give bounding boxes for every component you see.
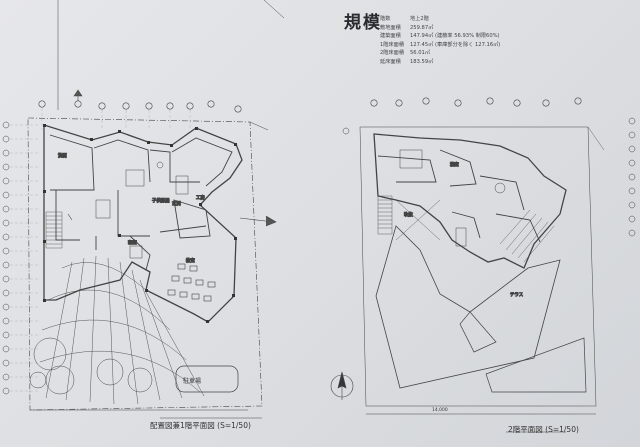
- plan2-site-boundary: [359, 126, 597, 407]
- plan2-interior-walls: [377, 149, 541, 243]
- plan1-trees: [29, 337, 153, 395]
- summary-row: 建築面積 147.94㎡ (建蔽率 56.93% 制限60%): [380, 32, 500, 41]
- plan2-room-label-2: 吹抜: [404, 211, 413, 218]
- plan1-room-label-1: 洗面: [58, 152, 67, 159]
- plan1-room-label-2: 玄関: [172, 200, 181, 207]
- plan1-room-label-4: 工房: [196, 194, 205, 201]
- plan1-fixtures: [95, 161, 189, 259]
- plan1-room-label-5: 和室: [128, 239, 137, 246]
- summary-row: 延床面積 183.59㎡: [380, 58, 500, 67]
- plan2-caption: 2階平面図 (S=1/50): [508, 425, 579, 434]
- summary-value: 259.87㎡: [410, 24, 434, 31]
- plan2-building-outline: [373, 133, 567, 269]
- summary-label: 建築面積: [380, 33, 401, 40]
- plan2-dimension: 14,000: [432, 408, 448, 413]
- summary-value: 地上2階: [410, 16, 429, 22]
- summary-row: 階数 地上2階: [380, 15, 500, 24]
- summary-label: 敷地面積: [380, 24, 401, 31]
- plan2-room-label-1: 寝室: [450, 161, 459, 168]
- plan1-section-marks: [67, 213, 277, 227]
- plan1-room-label-6: 教室: [186, 257, 195, 264]
- summary-row: 2階床面積 56.01㎡: [380, 49, 500, 58]
- plan2-grid-bubbles-left: [342, 117, 636, 237]
- plan1-grid-lines: [10, 108, 191, 392]
- plan1-parking-outline: [175, 365, 239, 393]
- plan1-room-label-3: 子供部屋: [152, 197, 170, 204]
- plan1-radial-terrace: [39, 255, 205, 405]
- parking-label: 駐車場: [183, 378, 202, 385]
- summary-value: 56.01㎡: [410, 50, 431, 57]
- summary-value: 127.45㎡ (車庫部分を除く 127.16㎡): [410, 41, 501, 48]
- plan1-stairs: [45, 211, 63, 249]
- plan1-site-boundary: [27, 117, 263, 411]
- plan2-skylight: [459, 311, 497, 353]
- summary-label: 2階床面積: [380, 50, 405, 57]
- plan1-caption: 配置図兼1階平面図 (S=1/50): [150, 421, 251, 430]
- plan2-room-label-3: テラス: [510, 292, 523, 298]
- plan2-stairs-diagonal: [499, 209, 555, 263]
- summary-value: 147.94㎡ (建蔽率 56.93% 制限60%): [410, 33, 500, 40]
- summary-label: 延床面積: [380, 58, 401, 65]
- north-arrow-icon: [330, 371, 354, 400]
- plan1-grid-bubbles-left: [2, 121, 10, 395]
- plan1-classroom-desks: [167, 263, 216, 302]
- plan2-grid-bubbles-top: [370, 97, 582, 107]
- summary-row: 1階床面積 127.45㎡ (車庫部分を除く 127.16㎡): [380, 41, 500, 50]
- second-floor-plan: 寝室 吹抜 テラス: [330, 97, 636, 433]
- plan1-building-outline: [43, 124, 243, 323]
- plan1-interior-walls: [49, 134, 233, 271]
- area-summary-table: 階数 地上2階 敷地面積 259.87㎡ 建築面積 147.94㎡ (建蔽率 56.9…: [380, 15, 500, 67]
- summary-label: 1階床面積: [380, 41, 405, 48]
- plan2-fixtures: [399, 149, 506, 247]
- plan1-grid-bubbles-top: [38, 89, 242, 113]
- summary-row: 敷地面積 259.87㎡: [380, 24, 500, 33]
- summary-label: 階数: [380, 16, 391, 22]
- plan1-columns: [43, 124, 237, 323]
- plan2-ramp: [485, 337, 587, 393]
- plan2-stairs: [377, 195, 393, 235]
- plan2-terrace-wedge: [375, 225, 561, 389]
- summary-value: 183.59㎡: [410, 58, 434, 65]
- sheet-title: 規模: [344, 13, 382, 33]
- ground-floor-plan: 洗面 玄関 子供部屋 工房 和室 教室: [2, 0, 285, 419]
